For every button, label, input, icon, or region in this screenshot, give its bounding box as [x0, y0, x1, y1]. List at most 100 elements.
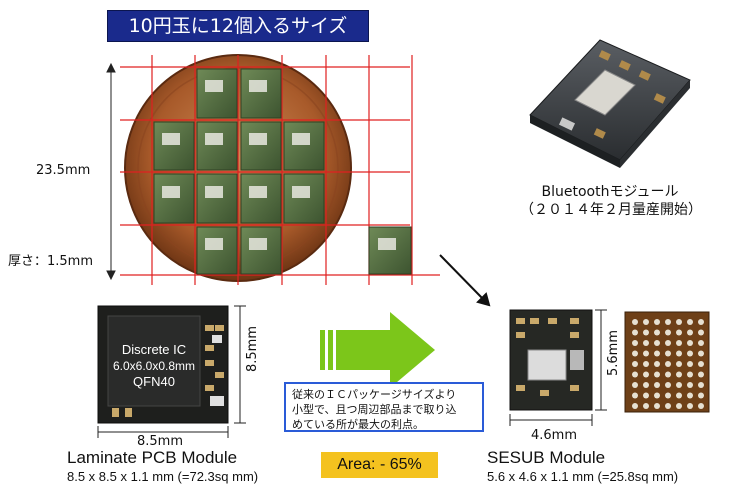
module-tiles [153, 68, 412, 275]
solder-ball [654, 382, 660, 388]
solder-ball [632, 361, 638, 367]
solder-ball [676, 319, 682, 325]
sesub-bottom-image [624, 311, 710, 413]
grid-lines [120, 55, 440, 285]
bluetooth-caption: Bluetoothモジュール （２０１４年２月量産開始） [520, 183, 702, 219]
laminate-height-dimension [234, 305, 246, 424]
bluetooth-caption-line1: Bluetoothモジュール [541, 184, 679, 200]
shrink-arrow [320, 312, 435, 388]
solder-ball [632, 340, 638, 346]
discrete-ic-line2: 6.0x6.0x0.8mm [112, 359, 196, 373]
solder-ball [665, 350, 671, 357]
solder-ball [643, 392, 649, 399]
laminate-title: Laminate PCB Module [67, 448, 238, 467]
solder-ball [687, 392, 693, 399]
solder-ball [654, 392, 660, 399]
sesub-title: SESUB Module [487, 448, 606, 467]
laminate-module-image [97, 305, 229, 424]
sesub-subtitle: 5.6 x 4.6 x 1.1 mm (=25.8sq mm) [487, 469, 679, 484]
bluetooth-caption-line2: （２０１４年２月量産開始） [520, 202, 702, 218]
discrete-ic-line1: Discrete IC [121, 342, 187, 357]
discrete-ic-label: Discrete IC 6.0x6.0x0.8mm QFN40 [108, 342, 200, 390]
solder-ball [676, 403, 682, 409]
solder-ball [632, 329, 638, 336]
solder-ball [665, 319, 671, 325]
pointer-arrow [439, 254, 491, 307]
solder-ball [665, 329, 671, 336]
solder-ball [643, 340, 649, 346]
solder-ball-grid [632, 319, 704, 409]
solder-ball [654, 403, 660, 409]
solder-ball [632, 350, 638, 357]
solder-ball [676, 392, 682, 399]
sesub-height-label: 5.6mm [606, 329, 621, 376]
solder-ball [698, 371, 704, 378]
laminate-width-label: 8.5mm [137, 434, 184, 449]
solder-ball [676, 382, 682, 388]
solder-ball [665, 382, 671, 388]
solder-ball [643, 350, 649, 357]
solder-ball [676, 350, 682, 357]
single-module-tile [368, 226, 412, 275]
callout-line3: めている所が最大の利点。 [292, 418, 424, 431]
solder-ball [654, 371, 660, 378]
coin-thickness-label: 厚さ：1.5mm [8, 254, 94, 269]
discrete-ic-line3: QFN40 [133, 374, 175, 389]
sesub-width-dimension [509, 414, 593, 426]
solder-ball [676, 371, 682, 378]
solder-ball [687, 319, 693, 325]
solder-ball [643, 319, 649, 325]
coin-height-label: 23.5mm [36, 163, 91, 178]
solder-ball [665, 403, 671, 409]
solder-ball [698, 403, 704, 409]
solder-ball [687, 340, 693, 346]
solder-ball [643, 403, 649, 409]
solder-ball [698, 340, 704, 346]
solder-ball [643, 371, 649, 378]
solder-ball [654, 329, 660, 336]
laminate-height-label: 8.5mm [245, 325, 260, 372]
solder-ball [687, 403, 693, 409]
solder-ball [698, 319, 704, 325]
solder-ball [665, 361, 671, 367]
solder-ball [676, 340, 682, 346]
solder-ball [698, 382, 704, 388]
solder-ball [687, 361, 693, 367]
advantage-callout: 従来のＩＣパッケージサイズより 小型で、且つ周辺部品まで取り込 めている所が最大… [284, 382, 484, 432]
solder-ball [643, 329, 649, 336]
solder-ball [654, 319, 660, 325]
solder-ball [687, 329, 693, 336]
solder-ball [632, 319, 638, 325]
solder-ball [654, 361, 660, 367]
solder-ball [632, 392, 638, 399]
sesub-module-image [509, 309, 593, 411]
callout-line1: 従来のＩＣパッケージサイズより [292, 388, 457, 401]
solder-ball [687, 350, 693, 357]
title-banner: 10円玉に12個入るサイズ [107, 10, 369, 42]
solder-ball [698, 392, 704, 399]
solder-ball [632, 371, 638, 378]
solder-ball [676, 361, 682, 367]
solder-ball [665, 392, 671, 399]
bluetooth-module-image [529, 39, 691, 168]
solder-ball [687, 382, 693, 388]
solder-ball [687, 371, 693, 378]
solder-ball [632, 403, 638, 409]
area-reduction-badge: Area: - 65% [321, 452, 438, 478]
solder-ball [643, 382, 649, 388]
solder-ball [676, 329, 682, 336]
callout-line2: 小型で、且つ周辺部品まで取り込 [292, 403, 457, 416]
laminate-subtitle: 8.5 x 8.5 x 1.1 mm (=72.3sq mm) [67, 469, 259, 484]
solder-ball [632, 382, 638, 388]
solder-ball [698, 350, 704, 357]
solder-ball [665, 371, 671, 378]
solder-ball [665, 340, 671, 346]
solder-ball [698, 329, 704, 336]
solder-ball [643, 361, 649, 367]
solder-ball [654, 350, 660, 357]
solder-ball [654, 340, 660, 346]
height-dimension [106, 62, 116, 281]
module-tile [153, 68, 325, 275]
sesub-width-label: 4.6mm [531, 428, 578, 443]
